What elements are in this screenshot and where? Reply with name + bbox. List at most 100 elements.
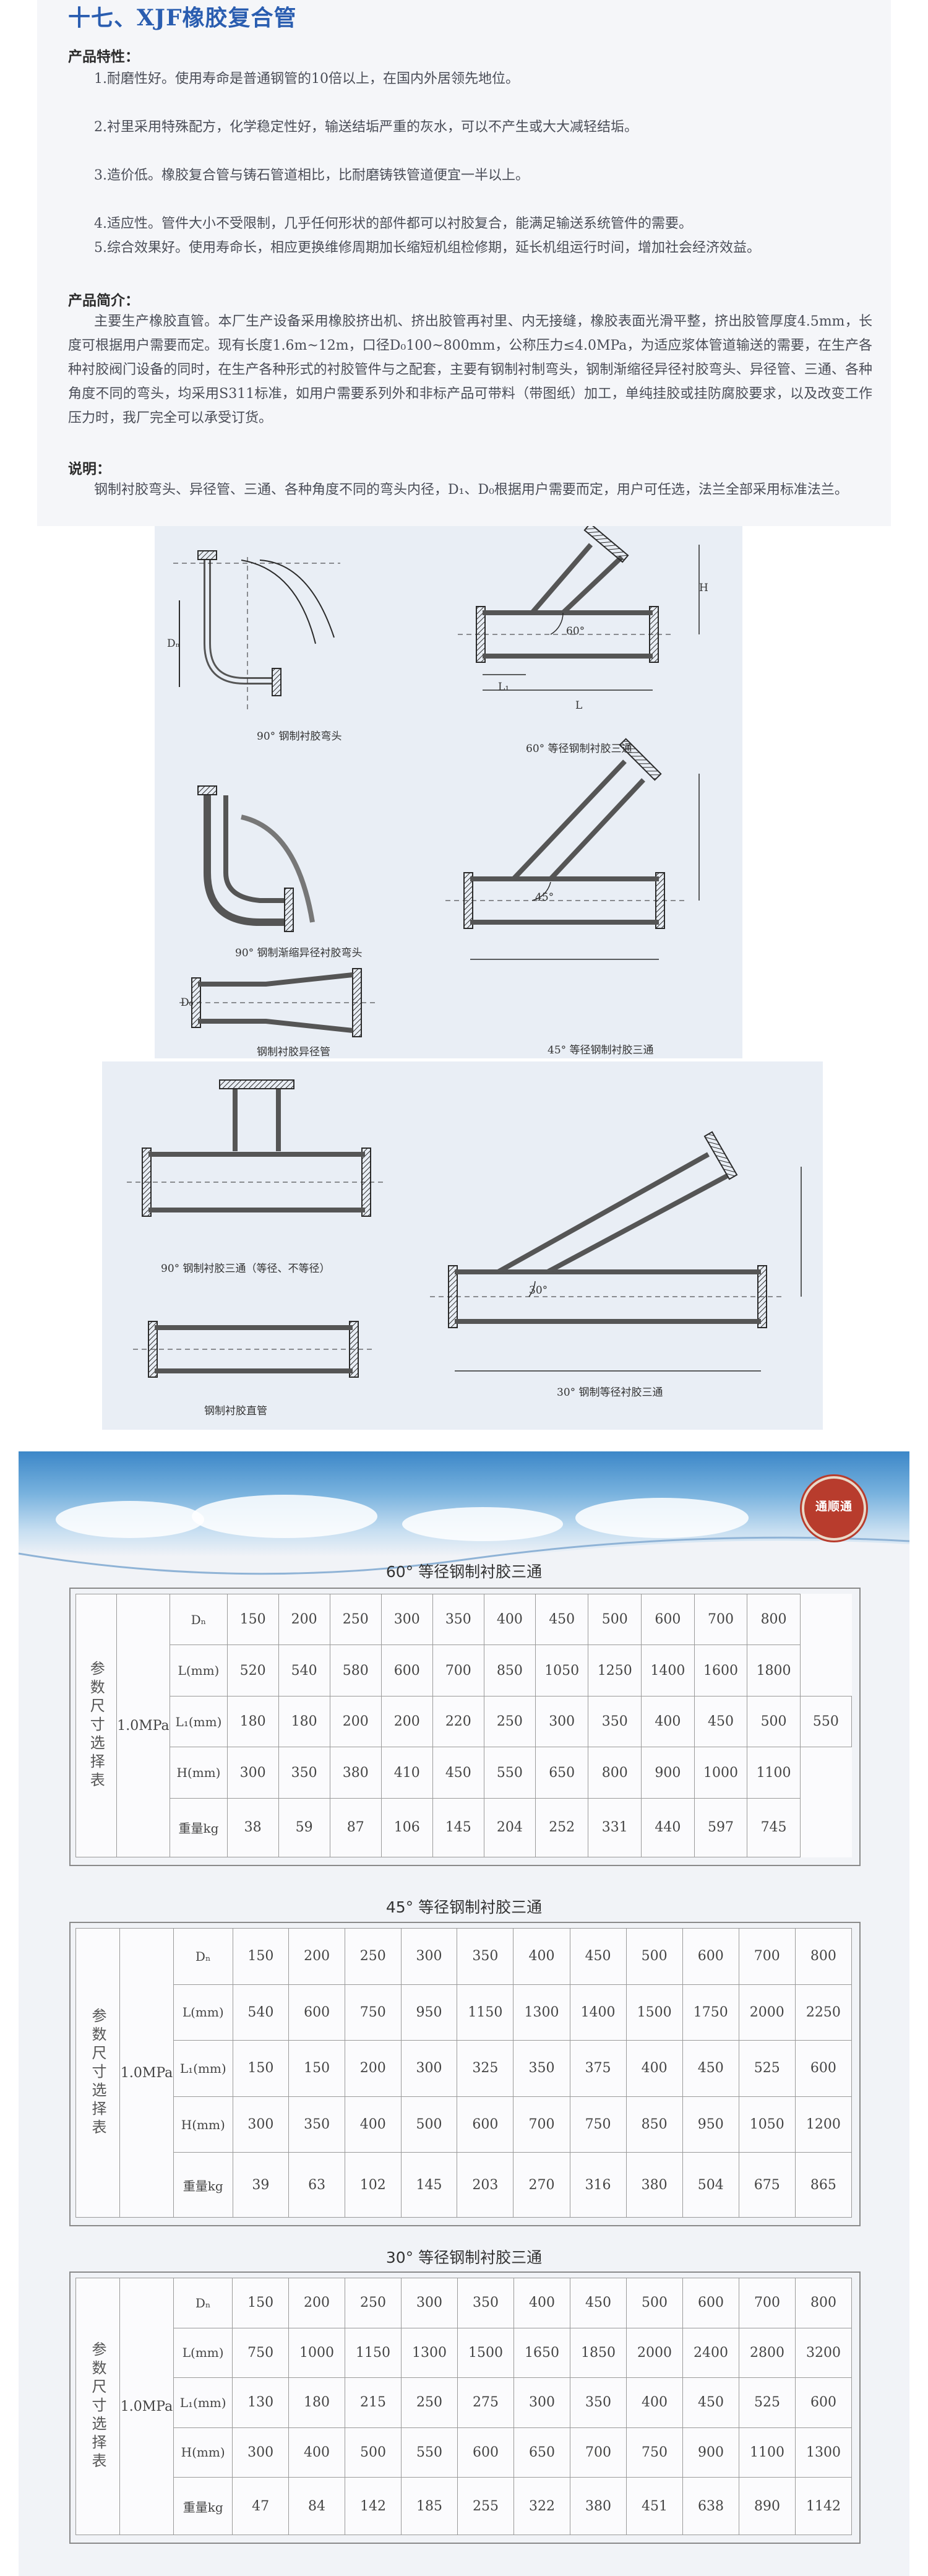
param-label: L₁(mm) (173, 2377, 233, 2428)
param-label: 重量kg (173, 2477, 233, 2535)
table-title-45: 45° 等径钢制衬胶三通 (385, 1898, 543, 1916)
product-description: 十七、XJF橡胶复合管 产品特性： 1.耐磨性好。使用寿命是普通钢管的10倍以上… (37, 0, 891, 526)
table-cell: 850 (483, 1645, 536, 1696)
table-cell: 440 (641, 1797, 695, 1858)
table-cell: 203 (457, 2152, 514, 2218)
table-cell: 150 (232, 2278, 289, 2328)
table-cell: 450 (569, 1928, 627, 1985)
table-cell: 700 (513, 2096, 570, 2153)
table-cell: 1150 (344, 2327, 402, 2379)
label-dn: Dₙ (167, 638, 180, 650)
label-angle-30: 30° (529, 1284, 548, 1297)
table-title-30: 30° 等径钢制衬胶三通 (385, 2249, 543, 2267)
cloud-decoration (402, 1507, 563, 1541)
table-cell: 1650 (513, 2327, 570, 2379)
table-cell: 300 (400, 2040, 458, 2097)
table-cell: 150 (232, 1928, 290, 1985)
caption-elbow-90: 90° 钢制衬胶弯头 (257, 730, 342, 743)
param-label: Dₙ (173, 2278, 233, 2328)
table-cell: 200 (380, 1695, 433, 1748)
table-cell: 1250 (588, 1645, 642, 1696)
table-cell: 400 (625, 2377, 683, 2428)
table-cell: 600 (457, 2096, 514, 2153)
side-label: 参数尺寸选择表 (75, 2278, 120, 2535)
table-cell: 350 (288, 2096, 345, 2153)
table-cell: 350 (432, 1593, 484, 1646)
table-cell: 325 (457, 2040, 514, 2097)
table-cell: 540 (232, 1984, 290, 2041)
table-cell: 600 (794, 2377, 853, 2428)
table-cell: 675 (738, 2152, 796, 2218)
table-cell: 600 (380, 1645, 433, 1696)
table-cell: 800 (794, 2278, 853, 2328)
table-cell: 380 (569, 2477, 627, 2535)
table-cell: 550 (799, 1695, 853, 1748)
table-cell: 600 (641, 1593, 695, 1646)
caption-tee-60: 60° 等径钢制衬胶三通 (526, 743, 632, 755)
table-cell: 400 (625, 2040, 683, 2097)
table-cell: 87 (329, 1797, 382, 1858)
table-cell: 950 (682, 2096, 739, 2153)
table-cell: 500 (588, 1593, 642, 1646)
table-cell: 316 (569, 2152, 627, 2218)
table-cell: 600 (682, 1928, 739, 1985)
table-cell: 800 (794, 1928, 853, 1985)
table-cell: 451 (625, 2477, 683, 2535)
elbow-90-drawing (173, 550, 340, 712)
table-cell: 1300 (400, 2327, 458, 2379)
table-cell: 250 (483, 1695, 536, 1748)
table-cell: 1300 (794, 2427, 853, 2478)
table-cell: 2400 (682, 2327, 739, 2379)
straight-pipe-drawing (133, 1321, 374, 1378)
caption-reducer-elbow-90: 90° 钢制渐缩异径衬胶弯头 (235, 947, 363, 959)
table-cell: 850 (625, 2096, 683, 2153)
table-cell: 130 (232, 2377, 289, 2428)
table-cell: 63 (288, 2152, 345, 2218)
table-cell: 250 (329, 1593, 382, 1646)
table-cell: 204 (483, 1797, 536, 1858)
table-cell: 200 (288, 1928, 345, 1985)
table-cell: 331 (588, 1797, 642, 1858)
table-cell: 400 (483, 1593, 536, 1646)
table-cell: 270 (513, 2152, 570, 2218)
label-angle-45: 45° (535, 891, 554, 904)
table-cell: 380 (329, 1747, 382, 1799)
table-cell: 185 (400, 2477, 458, 2535)
cloud-decoration (192, 1495, 377, 1538)
param-label: Dₙ (170, 1593, 228, 1646)
param-label: L₁(mm) (170, 1695, 228, 1748)
table-cell: 1000 (694, 1747, 748, 1799)
table-cell: 900 (641, 1747, 695, 1799)
table-cell: 400 (513, 2278, 570, 2328)
param-label: H(mm) (173, 2096, 233, 2153)
table-cell: 750 (625, 2427, 683, 2478)
table-cell: 700 (738, 2278, 796, 2328)
table-cell: 1500 (625, 1984, 683, 2041)
param-label: Dₙ (173, 1928, 233, 1985)
table-cell: 950 (400, 1984, 458, 2041)
table-cell: 525 (738, 2377, 796, 2428)
table-cell: 250 (344, 2278, 402, 2328)
param-label: L₁(mm) (173, 2040, 233, 2097)
table-cell: 350 (457, 1928, 514, 1985)
tee-45-drawing (445, 738, 700, 960)
fittings-drawing-upper (173, 526, 700, 1037)
table-cell: 1050 (738, 2096, 796, 2153)
param-label: 重量kg (173, 2152, 233, 2218)
table-cell: 1100 (747, 1747, 801, 1799)
table-frame (69, 1922, 861, 2226)
caption-reducer: 钢制衬胶异径管 (257, 1046, 330, 1058)
table-cell: 750 (232, 2327, 289, 2379)
pressure-cell: 1.0MPa (119, 1928, 174, 2218)
tee-30-drawing (430, 1131, 802, 1372)
table-cell: 500 (747, 1695, 801, 1748)
table-cell: 1000 (288, 2327, 345, 2379)
table-cell: 300 (226, 1747, 279, 1799)
